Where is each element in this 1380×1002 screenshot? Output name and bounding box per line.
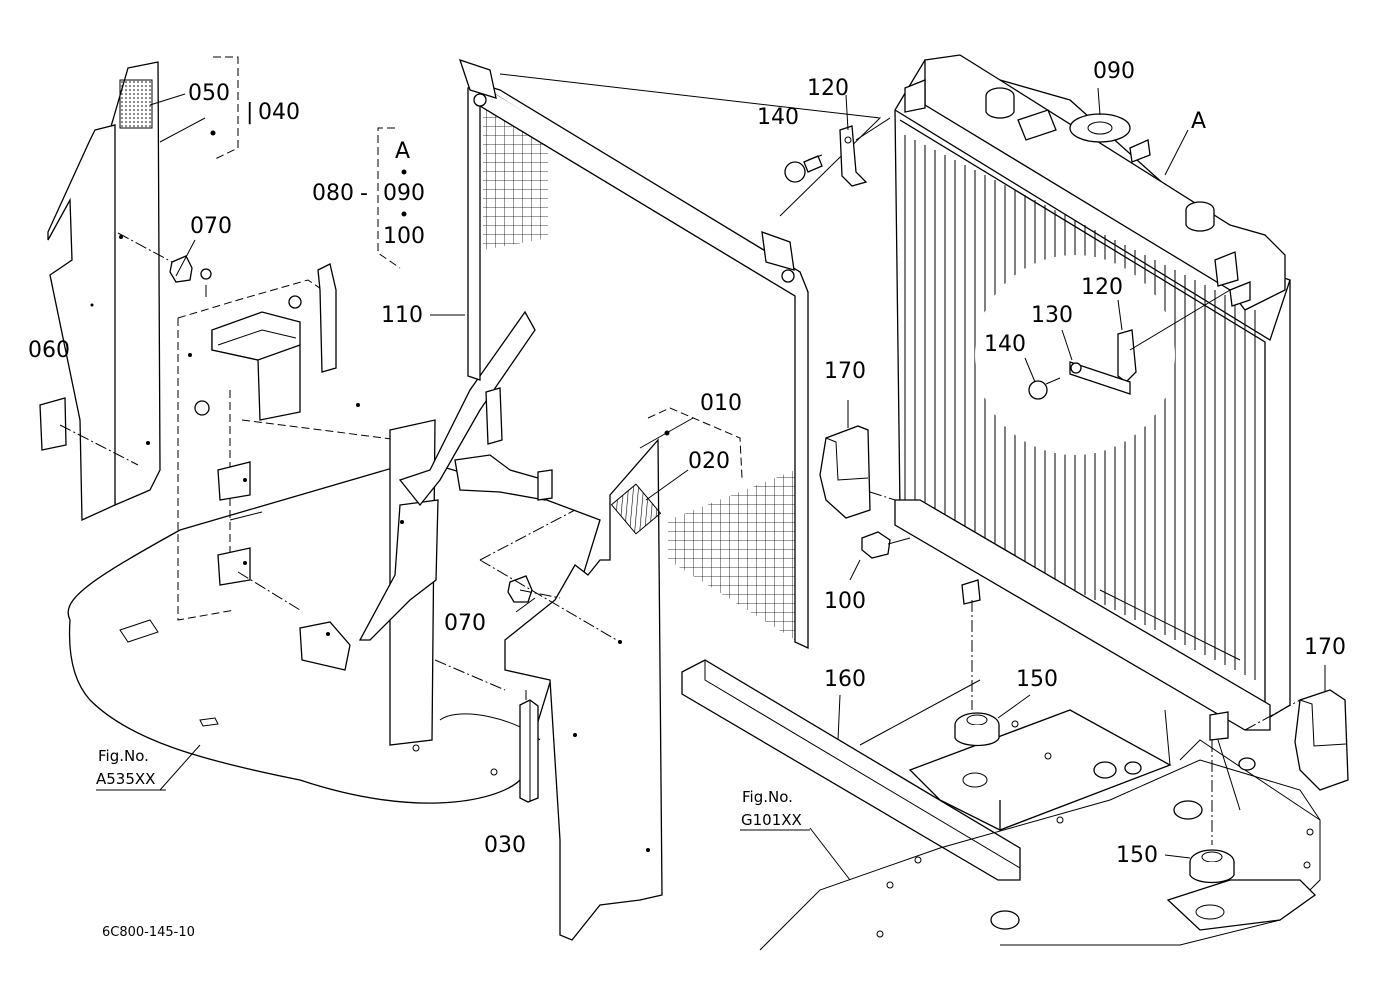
- bracket-120-top: [839, 117, 891, 187]
- callout-050: 050: [188, 81, 230, 106]
- drain-plug-100: [861, 531, 911, 559]
- mounting-base: [759, 709, 1321, 951]
- clip-070-upper: [169, 255, 212, 283]
- figure-ref-g101xx: Fig.No. G101XX: [740, 788, 810, 831]
- fig-ref-label-1: Fig.No.: [98, 747, 149, 765]
- fig-ref-code-2: G101XX: [741, 811, 802, 829]
- bracket-120-detail: [1117, 329, 1137, 383]
- callout-ref-a-left: A: [395, 139, 410, 164]
- callout-150-upper: 150: [1016, 667, 1058, 692]
- callout-170-left: 170: [824, 359, 866, 384]
- callout-010: 010: [700, 391, 742, 416]
- figure-ref-a535xx: Fig.No. A535XX: [96, 747, 166, 791]
- callout-110: 110: [381, 303, 423, 328]
- callout-130: 130: [1031, 303, 1073, 328]
- callout-120-detail: 120: [1081, 275, 1123, 300]
- bracket-frame: [177, 263, 553, 746]
- callout-090-cap: 090: [1093, 59, 1135, 84]
- diagram-code: 6C800-145-10: [102, 925, 195, 940]
- rubber-mount-150-lower: [1189, 849, 1235, 884]
- callout-160: 160: [824, 667, 866, 692]
- callout-ref-a-right: A: [1191, 109, 1206, 134]
- callout-150-lower: 150: [1116, 843, 1158, 868]
- fig-ref-label-2: Fig.No.: [742, 788, 793, 806]
- side-panel-040: [47, 61, 161, 522]
- callout-070-lower: 070: [444, 611, 486, 636]
- detail-circle: [975, 255, 1231, 455]
- callout-070-upper: 070: [190, 214, 232, 239]
- callout-090-group: 090: [383, 181, 425, 206]
- callout-100-group: 100: [383, 224, 425, 249]
- leader-lines: [59, 232, 1301, 845]
- callout-leaders: [149, 87, 1326, 881]
- seal-160: [681, 659, 1021, 881]
- label-plate-060: [39, 397, 67, 451]
- callout-020: 020: [688, 449, 730, 474]
- bolt-140-detail: [1028, 380, 1048, 400]
- group-bracket-040: [210, 56, 239, 161]
- bolt-140-top: [784, 155, 823, 183]
- callout-120-top: 120: [807, 76, 849, 101]
- callout-170-right: 170: [1304, 635, 1346, 660]
- group-bracket-010: [647, 407, 743, 479]
- callout-140-top: 140: [757, 105, 799, 130]
- rubber-mount-150-upper: [954, 712, 1000, 747]
- radiator-cap-090: [1069, 113, 1131, 143]
- screen-frame-110: [458, 58, 882, 650]
- callout-040-bar: |: [246, 100, 253, 125]
- fig-ref-code-1: A535XX: [96, 770, 155, 788]
- callout-080-sep: -: [360, 181, 368, 206]
- group-bracket-080: [377, 127, 407, 269]
- callout-060: 060: [28, 338, 70, 363]
- side-panel-010: [504, 430, 670, 941]
- callout-100: 100: [824, 589, 866, 614]
- callout-030: 030: [484, 833, 526, 858]
- cushion-170-right: [1294, 689, 1349, 791]
- spacer-130: [1069, 361, 1131, 395]
- seal-strip-030: [519, 699, 539, 803]
- callout-labels: 050 | 040 A 080 - 090 100 070 060 110 01…: [28, 59, 1346, 868]
- clip-070-lower: [507, 575, 533, 603]
- callout-040: 040: [258, 100, 300, 125]
- callout-080: 080: [312, 181, 354, 206]
- callout-140-detail: 140: [984, 332, 1026, 357]
- label-050: [119, 79, 153, 129]
- cushion-170-left: [819, 425, 871, 519]
